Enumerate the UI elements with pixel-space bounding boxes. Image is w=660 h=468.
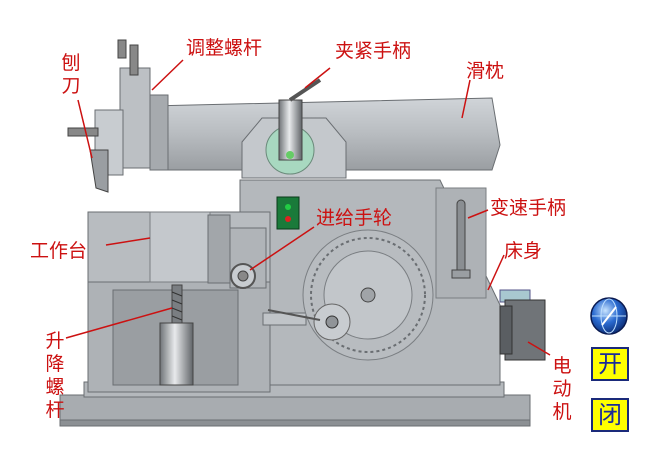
- label-bed: 床身: [504, 240, 543, 262]
- open-button[interactable]: 开: [591, 347, 629, 381]
- label-speed-handle: 变速手柄: [490, 197, 567, 219]
- close-button[interactable]: 闭: [591, 398, 629, 432]
- globe-icon[interactable]: [590, 297, 628, 335]
- tool-head: [67, 39, 169, 193]
- feed-handwheel: [230, 263, 256, 289]
- label-motor: 电动机: [552, 355, 572, 423]
- switch-box: [276, 196, 300, 230]
- label-ram: 滑枕: [466, 60, 505, 82]
- gear-wheel: [267, 229, 434, 361]
- lift-screw-assembly: [159, 284, 194, 386]
- label-worktable: 工作台: [30, 240, 88, 262]
- leader-lines: [65, 59, 551, 356]
- label-feed-handwheel: 进给手轮: [316, 207, 393, 229]
- label-adjust-screw: 调整螺杆: [186, 37, 263, 59]
- speed-change-handle: [451, 199, 471, 279]
- ram: [149, 97, 501, 179]
- label-clamp-handle: 夹紧手柄: [335, 40, 412, 62]
- clamp-handle: [278, 78, 322, 161]
- label-lift-screw: 升降螺杆: [45, 330, 65, 421]
- label-planer-tool: 刨刀: [61, 52, 81, 97]
- motor: [499, 289, 546, 361]
